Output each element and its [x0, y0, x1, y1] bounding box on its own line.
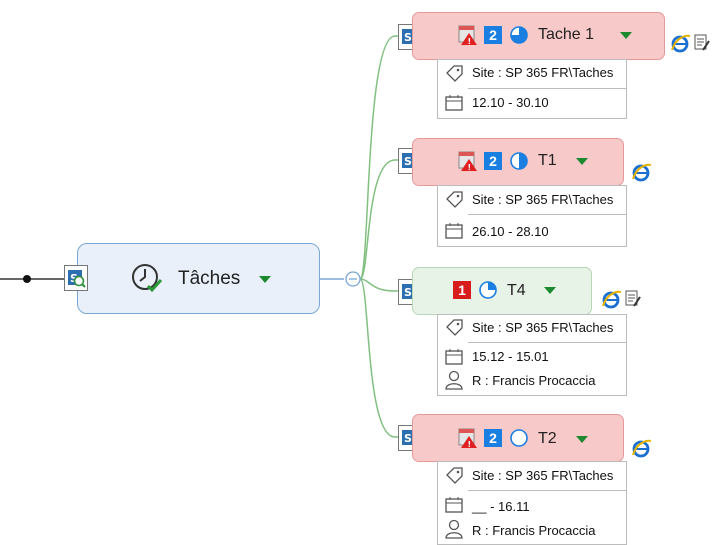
central-dropdown-caret[interactable]: [259, 276, 271, 283]
collapse-toggle-button[interactable]: [345, 271, 361, 287]
svg-text:S: S: [404, 155, 412, 168]
central-topic-title: Tâches: [178, 268, 241, 289]
task-alert-icon: !: [458, 428, 477, 449]
task-info-panel: Site : SP 365 FR\Taches 15.12 - 15.01 R …: [437, 314, 627, 396]
tag-icon: [446, 467, 463, 484]
date-range: 12.10 - 30.10: [472, 95, 549, 110]
svg-text:S: S: [404, 432, 412, 445]
calendar-icon: [445, 497, 463, 513]
topic-dropdown-caret[interactable]: [544, 287, 556, 294]
ie-link-icon[interactable]: [631, 438, 653, 458]
resource-label: R : Francis Procaccia: [472, 373, 596, 388]
person-icon: [445, 519, 463, 539]
central-topic[interactable]: [77, 243, 320, 314]
priority-2-icon: 2: [484, 152, 502, 170]
tag-icon: [446, 65, 463, 82]
svg-text:S: S: [404, 31, 412, 44]
progress-25-icon: [479, 281, 497, 299]
priority-1-icon: 1: [453, 281, 471, 299]
tag-icon: [446, 191, 463, 208]
topic-title: Tache 1: [538, 26, 595, 43]
sharepoint-search-icon[interactable]: S: [64, 265, 88, 291]
task-info-panel: Site : SP 365 FR\Taches 26.10 - 28.10: [437, 185, 627, 247]
progress-50-icon: [510, 152, 528, 170]
site-label: Site : SP 365 FR\Taches: [472, 320, 614, 335]
clock-check-icon: [132, 264, 163, 293]
resource-label: R : Francis Procaccia: [472, 523, 596, 538]
svg-text:S: S: [70, 272, 78, 285]
task-alert-icon: !: [458, 25, 477, 46]
svg-text:!: !: [468, 440, 472, 449]
topic-dropdown-caret[interactable]: [620, 32, 632, 39]
date-range: 15.12 - 15.01: [472, 349, 549, 364]
topic-title: T1: [538, 152, 557, 169]
topic-title: T4: [507, 282, 526, 299]
topic-dropdown-caret[interactable]: [576, 436, 588, 443]
site-label: Site : SP 365 FR\Taches: [472, 192, 614, 207]
task-info-panel: Site : SP 365 FR\Taches __ - 16.11 R : F…: [437, 461, 627, 545]
site-label: Site : SP 365 FR\Taches: [472, 65, 614, 80]
topic-t4[interactable]: [412, 267, 592, 315]
svg-text:!: !: [468, 37, 472, 46]
ie-link-icon[interactable]: [670, 33, 692, 53]
calendar-icon: [445, 223, 463, 239]
task-alert-icon: !: [458, 151, 477, 172]
notes-icon[interactable]: [624, 289, 642, 309]
site-label: Site : SP 365 FR\Taches: [472, 468, 614, 483]
notes-icon[interactable]: [693, 33, 711, 53]
task-info-panel: Site : SP 365 FR\Taches 12.10 - 30.10: [437, 59, 627, 119]
tag-icon: [446, 319, 463, 336]
svg-text:S: S: [404, 286, 412, 299]
date-range: __ - 16.11: [472, 499, 530, 514]
svg-text:!: !: [468, 163, 472, 172]
ie-link-icon[interactable]: [601, 289, 623, 309]
priority-2-icon: 2: [484, 26, 502, 44]
topic-dropdown-caret[interactable]: [576, 158, 588, 165]
progress-75-icon: [510, 26, 528, 44]
priority-2-icon: 2: [484, 429, 502, 447]
person-icon: [445, 370, 463, 390]
progress-0-icon: [510, 429, 528, 447]
calendar-icon: [445, 95, 463, 111]
date-range: 26.10 - 28.10: [472, 224, 549, 239]
topic-title: T2: [538, 430, 557, 447]
ie-link-icon[interactable]: [631, 162, 653, 182]
calendar-icon: [445, 349, 463, 365]
